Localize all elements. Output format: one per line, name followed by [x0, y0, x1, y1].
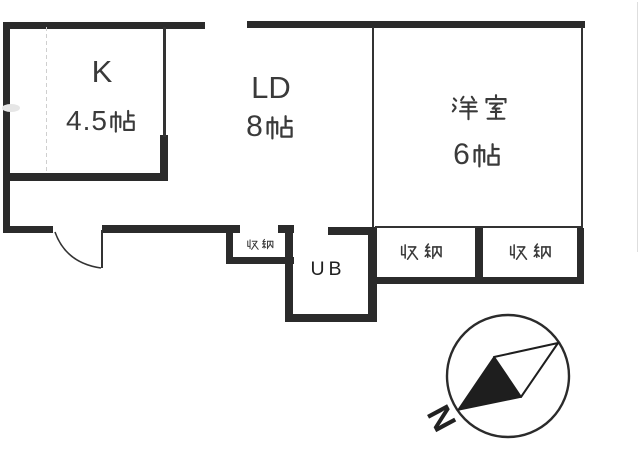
western-room-size-label: 6 — [425, 137, 529, 173]
wall-hall-closet-bottom — [226, 257, 294, 264]
wall-hall-bottom — [102, 225, 240, 233]
wall-closets-right — [577, 228, 584, 280]
wall-left — [3, 22, 10, 233]
wall-kitchen-right-upper — [163, 27, 166, 137]
closet-east-label — [499, 241, 561, 263]
entry-door-swing-icon — [54, 230, 103, 269]
western-room-label — [428, 93, 532, 123]
wall-top-east — [247, 21, 585, 28]
wall-closets-divider — [475, 228, 483, 280]
wall-kitchen-bottom — [3, 173, 168, 181]
kitchen-size-label: 4.5 — [48, 103, 154, 139]
wall-closets-bottom — [368, 277, 584, 284]
kitchen-label: K — [91, 53, 113, 89]
hall-closet-label — [233, 236, 287, 253]
wall-hall-closet-left — [226, 225, 233, 264]
closet-west-label — [390, 241, 452, 263]
wall-entry-bottom — [3, 226, 53, 233]
wall-ub-bottom — [285, 314, 377, 322]
wall-top-west — [3, 22, 205, 29]
living-dining-label: LD — [251, 69, 291, 105]
wall-ub-right — [368, 227, 377, 322]
unit-bath-label: UB — [310, 258, 346, 281]
wall-closets-top-line — [375, 226, 581, 228]
wall-kitchen-right-lower — [160, 135, 168, 181]
living-dining-size-label: 8 — [218, 109, 322, 145]
compass-icon — [445, 313, 571, 439]
wall-ub-left — [285, 225, 293, 322]
wall-ld-bedroom — [372, 27, 374, 227]
scan-border-right — [637, 2, 638, 252]
wall-bedroom-right — [581, 27, 583, 228]
wall-ub-top — [328, 227, 377, 235]
scan-faint-line — [46, 27, 47, 173]
